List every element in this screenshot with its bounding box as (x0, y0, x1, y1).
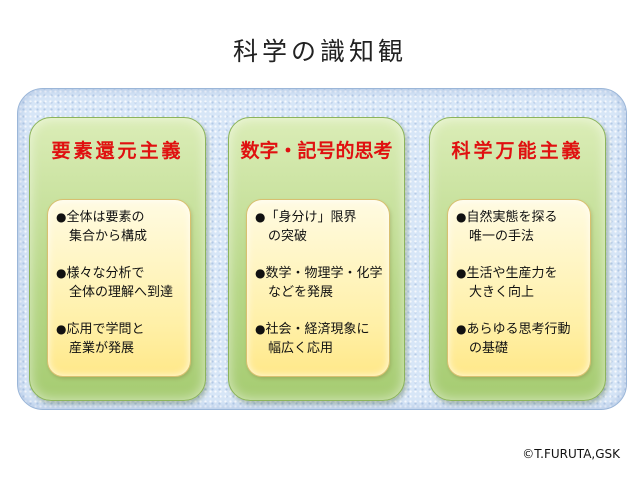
item-line: 自然実態を探る (466, 210, 558, 225)
item-line: 全体は要素の (66, 210, 145, 225)
bullet-icon: ● (456, 322, 467, 336)
panel-reductionism: 要素還元主義 ●全体は要素の 集合から構成 ●様々な分析で 全体の理解へ到達 ●… (29, 117, 206, 401)
list-item: ●全体は要素の 集合から構成 (56, 208, 188, 246)
list-item: ●生活や生産力を 大きく向上 (456, 264, 588, 302)
panel-heading: 数字・記号的思考 (240, 140, 393, 162)
item-line: の基礎 (469, 341, 509, 356)
item-line: などを発展 (268, 285, 334, 300)
item-line: 唯一の手法 (469, 229, 535, 244)
panel-content-box: ●自然実態を探る 唯一の手法 ●生活や生産力を 大きく向上 ●あらゆる思考行動 … (447, 199, 591, 377)
panel-scientism: 科学万能主義 ●自然実態を探る 唯一の手法 ●生活や生産力を 大きく向上 ●あら… (429, 117, 606, 401)
item-line: 応用で学問と (66, 322, 145, 337)
diagram-title: 科学の識知観 (232, 37, 407, 66)
item-line: 全体の理解へ到達 (69, 285, 174, 300)
panel-content-box: ●「身分け」限界 の突破 ●数学・物理学・化学 などを発展 ●社会・経済現象に … (246, 199, 390, 377)
item-line: あらゆる思考行動 (466, 322, 571, 337)
item-line: 「身分け」限界 (265, 210, 357, 225)
copyright-notice: ©T.FURUTA,GSK (522, 447, 620, 461)
list-item: ●様々な分析で 全体の理解へ到達 (56, 264, 188, 302)
item-line: 生活や生産力を (466, 266, 558, 281)
item-line: 集合から構成 (69, 229, 148, 244)
list-item: ●あらゆる思考行動 の基礎 (456, 320, 588, 358)
item-line: 数学・物理学・化学 (265, 266, 383, 281)
list-item: ●自然実態を探る 唯一の手法 (456, 208, 588, 246)
list-item: ●社会・経済現象に 幅広く応用 (255, 320, 387, 358)
item-line: の突破 (268, 229, 308, 244)
list-item: ●数学・物理学・化学 などを発展 (255, 264, 387, 302)
bullet-icon: ● (56, 266, 67, 280)
item-line: 社会・経済現象に (265, 322, 370, 337)
bullet-icon: ● (56, 210, 67, 224)
bullet-icon: ● (255, 210, 266, 224)
list-item: ●「身分け」限界 の突破 (255, 208, 387, 246)
bullet-icon: ● (255, 266, 266, 280)
list-item: ●応用で学問と 産業が発展 (56, 320, 188, 358)
panel-heading: 要素還元主義 (51, 140, 184, 162)
item-line: 大きく向上 (469, 285, 535, 300)
bullet-icon: ● (255, 322, 266, 336)
item-line: 産業が発展 (69, 341, 135, 356)
item-line: 幅広く応用 (268, 341, 334, 356)
bullet-icon: ● (56, 322, 67, 336)
bullet-icon: ● (456, 266, 467, 280)
panel-heading: 科学万能主義 (451, 140, 584, 162)
panel-content-box: ●全体は要素の 集合から構成 ●様々な分析で 全体の理解へ到達 ●応用で学問と … (47, 199, 191, 377)
item-line: 様々な分析で (66, 266, 145, 281)
bullet-icon: ● (456, 210, 467, 224)
panel-symbolic-thinking: 数字・記号的思考 ●「身分け」限界 の突破 ●数学・物理学・化学 などを発展 ●… (228, 117, 405, 401)
